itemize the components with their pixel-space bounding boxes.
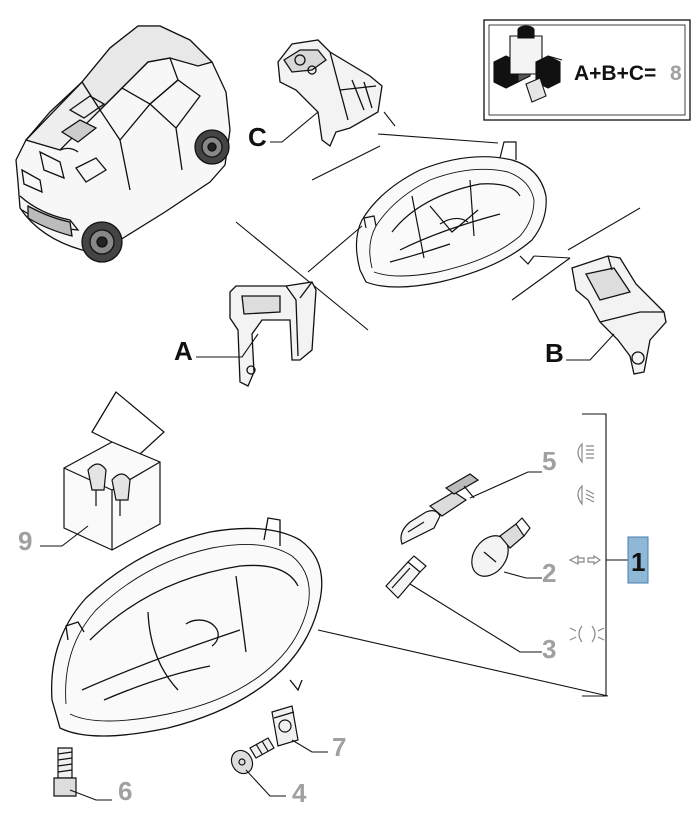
screw-angled — [230, 737, 275, 775]
parking-light-icon — [569, 625, 605, 643]
bracket-a — [229, 281, 317, 387]
leader-line-a-right — [307, 225, 363, 273]
leader-line-4 — [245, 769, 286, 797]
leader-line-7 — [291, 739, 328, 753]
high-beam-icon — [577, 442, 594, 464]
leader-line-a-left — [235, 221, 369, 331]
headlamp-main — [50, 517, 323, 737]
leader-line-3 — [409, 583, 542, 653]
multi-part-kit-icon — [493, 25, 563, 103]
label-5: 5 — [542, 446, 556, 476]
label-a: A — [174, 336, 193, 366]
bolt-vertical — [53, 747, 77, 797]
bracket-b — [571, 255, 667, 375]
bulb-indicator — [471, 517, 531, 577]
label-6: 6 — [118, 776, 132, 806]
label-3: 3 — [542, 634, 556, 664]
bulb-side-light — [385, 555, 427, 599]
label-b: B — [545, 338, 564, 368]
leader-line-b-lamp — [533, 255, 571, 259]
label-2: 2 — [542, 558, 556, 588]
clip-nut — [271, 705, 299, 747]
leader-line-a — [196, 333, 259, 358]
bulb-h4 — [400, 473, 480, 545]
car-illustration — [15, 25, 231, 263]
leader-line-1-lamp — [317, 629, 609, 697]
group-bracket-1 — [582, 413, 607, 697]
kit-formula-quantity: 8 — [670, 62, 682, 85]
bulb-pack — [63, 391, 165, 551]
leader-line-5 — [469, 471, 542, 499]
leader-line-c-lamp — [311, 145, 381, 181]
low-beam-icon — [577, 484, 595, 506]
kit-box: A+B+C= 8 — [483, 19, 691, 121]
label-4: 4 — [292, 778, 307, 808]
leader-line-b-bottom — [511, 257, 571, 301]
headlamp-upper — [355, 141, 547, 288]
leader-line-9 — [40, 525, 89, 547]
leader-line-2 — [503, 571, 542, 579]
label-1: 1 — [631, 547, 645, 577]
leader-line-c-top — [383, 111, 396, 127]
leader-line-b-top — [567, 207, 641, 251]
label-9: 9 — [18, 526, 32, 556]
label-c: C — [248, 122, 267, 152]
leader-line-c-right — [377, 133, 499, 144]
leader-line-6 — [69, 789, 112, 801]
bracket-c — [277, 39, 383, 148]
leader-line-b — [566, 333, 615, 361]
label-1-highlight — [627, 536, 649, 584]
turn-signal-icon — [568, 554, 602, 566]
label-7: 7 — [332, 732, 346, 762]
kit-formula-equation: A+B+C= — [574, 62, 656, 85]
leader-line-c — [270, 111, 319, 143]
